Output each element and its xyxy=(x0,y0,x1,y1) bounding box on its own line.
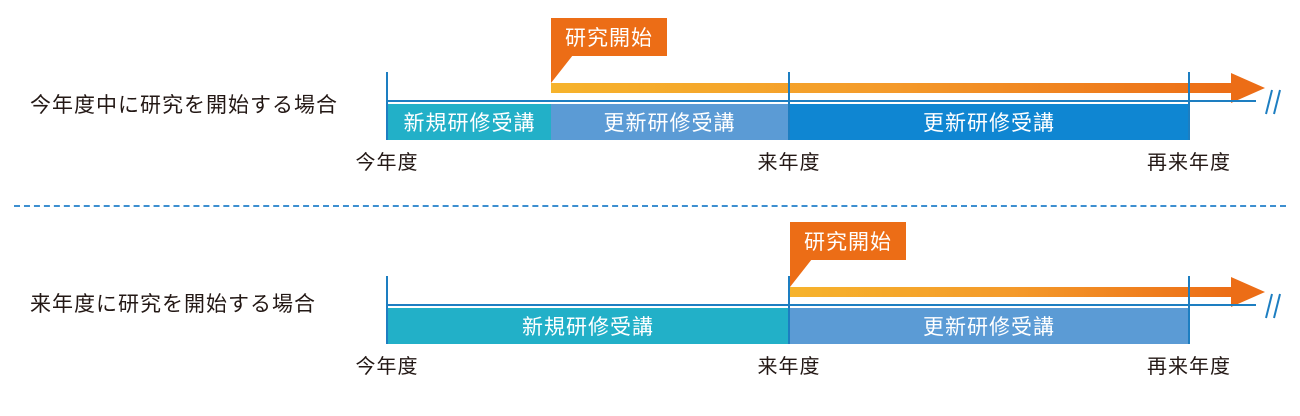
tick-label-this-year: 今年度 xyxy=(355,150,419,174)
arrow-head xyxy=(1231,73,1265,103)
research-period-arrow xyxy=(551,83,1233,93)
research-start-tag: 研究開始 xyxy=(790,222,906,260)
bar-label: 更新研修受講 xyxy=(603,111,736,135)
bar-label: 新規研修受講 xyxy=(403,111,536,135)
scenario-label: 来年度に研究を開始する場合 xyxy=(30,292,316,316)
bar-label: 新規研修受講 xyxy=(522,315,654,339)
scenario-label: 今年度中に研究を開始する場合 xyxy=(30,93,338,117)
research-period-arrow xyxy=(790,287,1233,297)
scenario-next-year: 来年度に研究を開始する場合 研究開始 新規研修受講 更新研修受講 今年度 来年度… xyxy=(0,210,1300,410)
timeline-axis xyxy=(386,304,1256,306)
tick-year-after-next xyxy=(1188,276,1190,344)
tag-pointer xyxy=(551,55,573,83)
bar-renewal-training-2: 更新研修受講 xyxy=(790,104,1188,140)
tick-label-year-after-next: 再来年度 xyxy=(1147,354,1231,378)
tick-this-year xyxy=(386,72,388,140)
tick-year-after-next xyxy=(1188,72,1190,140)
bar-label: 更新研修受講 xyxy=(923,111,1055,135)
arrow-head xyxy=(1231,277,1265,307)
bar-new-training: 新規研修受講 xyxy=(388,308,788,344)
bar-new-training: 新規研修受講 xyxy=(388,104,551,140)
tick-label-next-year: 来年度 xyxy=(757,354,821,378)
tick-label-this-year: 今年度 xyxy=(355,354,419,378)
research-start-tag: 研究開始 xyxy=(551,18,667,56)
tag-pointer xyxy=(790,259,812,287)
research-start-label: 研究開始 xyxy=(804,230,892,254)
section-divider xyxy=(14,205,1286,207)
tick-label-next-year: 来年度 xyxy=(757,150,821,174)
break-mark xyxy=(1265,89,1281,115)
tick-next-year xyxy=(788,276,790,344)
bar-label: 更新研修受講 xyxy=(923,315,1055,339)
tick-next-year xyxy=(788,72,790,140)
timeline-axis xyxy=(386,100,1256,102)
tick-this-year xyxy=(386,276,388,344)
research-start-label: 研究開始 xyxy=(565,26,653,50)
break-mark xyxy=(1265,293,1281,319)
scenario-current-year: 今年度中に研究を開始する場合 研究開始 新規研修受講 更新研修受講 更新研修受講… xyxy=(0,0,1300,200)
bar-renewal-training-1: 更新研修受講 xyxy=(551,104,788,140)
bar-renewal-training: 更新研修受講 xyxy=(790,308,1188,344)
tick-label-year-after-next: 再来年度 xyxy=(1147,150,1231,174)
